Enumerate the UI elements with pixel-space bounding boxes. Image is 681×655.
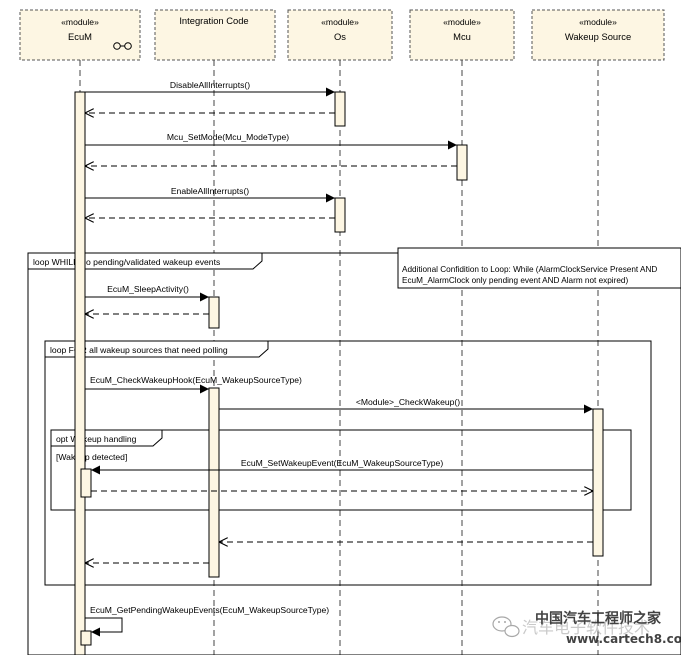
loop-for-frame: loop FOR all wakeup sources that need po… [44,340,652,586]
module-icon [113,42,132,50]
lifeline-head-ecum: «module» EcuM [19,9,141,61]
watermark-cn: 中国汽车工程师之家 [535,610,662,627]
wechat-icon [492,616,520,638]
loop-for-label: loop FOR all wakeup sources that need po… [50,345,228,355]
lifeline-name: Os [334,31,346,42]
message-disable-interrupts: DisableAllInterrupts() [85,80,335,97]
activation-bars [74,91,604,655]
message-get-pending-wakeup-events: EcuM_GetPendingWakeupEvents(EcuM_WakeupS… [85,605,329,637]
message-set-wakeup-event: EcuM_SetWakeupEvent(EcuM_WakeupSourceTyp… [91,458,593,475]
opt-guard: [Wakeup detected] [56,452,127,462]
lifeline-stereotype: «module» [61,17,99,27]
lifeline-head-integration-code: Integration Code [154,9,276,61]
loop-while-label: loop WHILE no pending/validated wakeup e… [33,257,220,267]
message-label: EcuM_CheckWakeupHook(EcuM_WakeupSourceTy… [90,375,302,385]
message-label: EcuM_SetWakeupEvent(EcuM_WakeupSourceTyp… [241,458,444,468]
activation-wakeup-source [592,408,604,557]
message-module-check-wakeup: <Module>_CheckWakeup() [219,397,593,414]
message-mcu-setmode: Mcu_SetMode(Mcu_ModeType) [85,132,457,150]
message-check-wakeup-hook: EcuM_CheckWakeupHook(EcuM_WakeupSourceTy… [85,375,302,394]
watermark-overlay: 汽车电子软件技术 [522,618,650,637]
lifeline-head-os: «module» Os [287,9,393,61]
message-enable-interrupts: EnableAllInterrupts() [85,186,335,203]
lifeline-stereotype: «module» [579,17,617,27]
activation-os-2 [334,197,346,233]
lifeline-head-mcu: «module» Mcu [409,9,515,61]
message-label: DisableAllInterrupts() [170,80,250,90]
message-label: EcuM_GetPendingWakeupEvents(EcuM_WakeupS… [90,605,329,615]
activation-ecum [74,91,86,655]
activation-mcu [456,144,468,181]
message-label: EnableAllInterrupts() [171,186,249,196]
lifeline-name: EcuM [68,31,92,42]
note-line-2: EcuM_AlarmClock only pending event AND A… [402,276,628,285]
activation-ecum-nested-1 [80,468,92,498]
activation-integration-1 [208,296,220,329]
message-label: <Module>_CheckWakeup() [356,397,460,407]
lifeline-stereotype: «module» [321,17,359,27]
opt-label: opt Wakeup handling [56,434,137,444]
note-line-1: Additional Confidition to Loop: While (A… [402,265,657,274]
message-sleep-activity: EcuM_SleepActivity() [85,284,209,302]
watermark-url: www.cartech8.com [566,632,681,646]
lifeline-name: Mcu [453,31,471,42]
activation-integration-2 [208,387,220,578]
message-label: EcuM_SleepActivity() [107,284,189,294]
lifeline-name: Integration Code [179,15,248,26]
message-label: Mcu_SetMode(Mcu_ModeType) [167,132,289,142]
loop-while-frame: loop WHILE no pending/validated wakeup e… [27,252,681,655]
activation-os-1 [334,91,346,127]
activation-ecum-nested-2 [80,630,92,646]
lifeline-stereotype: «module» [443,17,481,27]
lifeline-name: Wakeup Source [565,31,631,42]
lifeline-head-wakeup-source: «module» Wakeup Source [531,9,665,61]
loop-condition-note: Additional Confidition to Loop: While (A… [397,247,681,289]
watermark: 汽车电子软件技术 中国汽车工程师之家 www.cartech8.com [492,610,681,646]
